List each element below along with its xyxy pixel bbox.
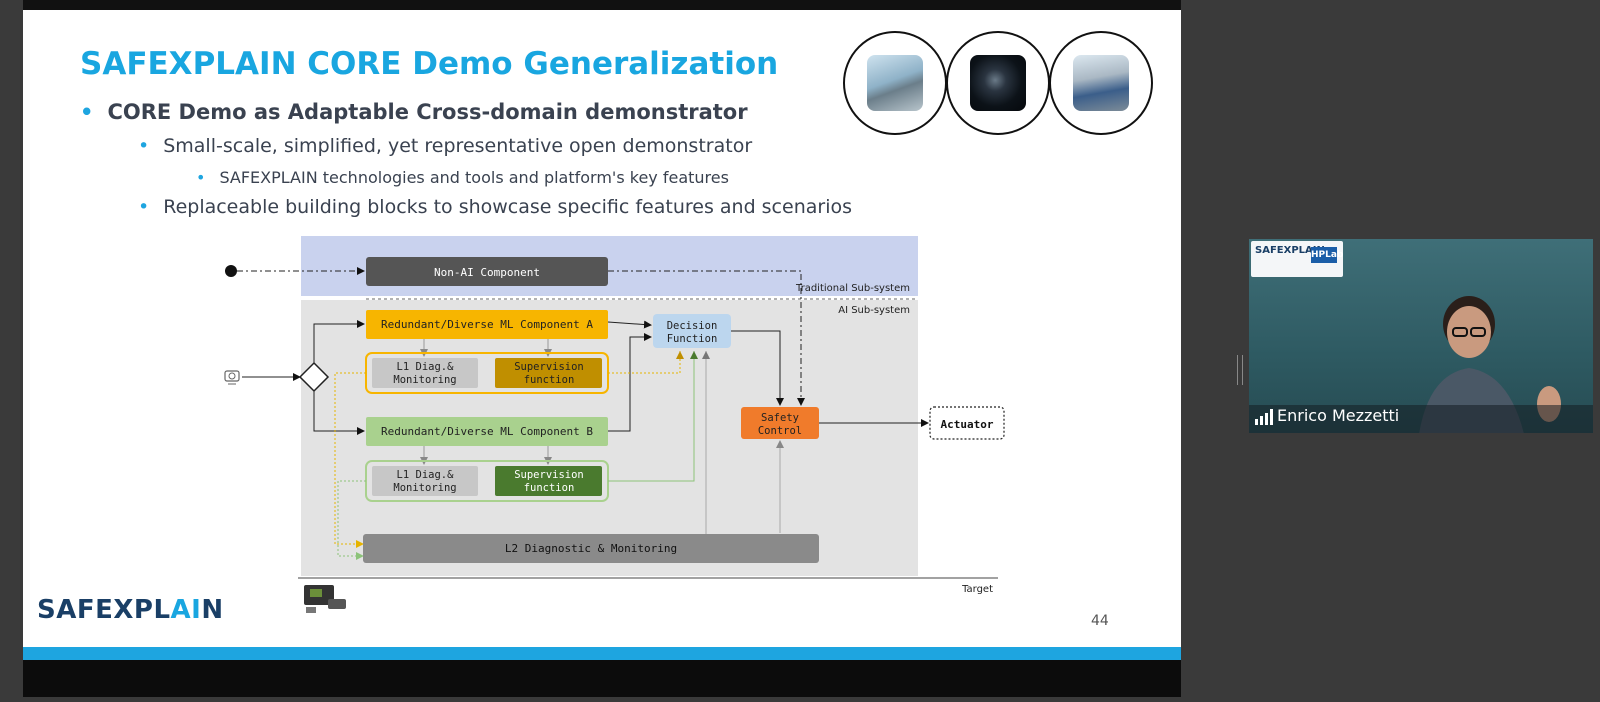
slide-footer-strip <box>23 647 1181 660</box>
input-node <box>225 265 237 277</box>
svg-text:Actuator: Actuator <box>941 418 994 431</box>
ml-component-a <box>366 310 608 339</box>
svg-text:Control: Control <box>758 425 802 437</box>
l1-diag-a <box>372 358 478 388</box>
satellite-icon <box>946 31 1050 135</box>
window-top-bar <box>23 0 1181 10</box>
svg-text:Monitoring: Monitoring <box>393 482 456 494</box>
svg-text:L2 Diagnostic & Monitoring: L2 Diagnostic & Monitoring <box>505 542 677 555</box>
svg-text:L1 Diag.&: L1 Diag.& <box>397 361 455 373</box>
bullet-level1: •CORE Demo as Adaptable Cross-domain dem… <box>80 100 748 124</box>
participant-name: Enrico Mezzetti <box>1277 406 1400 425</box>
decision-function <box>653 314 731 348</box>
supervision-a <box>495 358 602 388</box>
traditional-subsystem-label: Traditional Sub-system <box>795 283 910 294</box>
target-label: Target <box>961 584 993 595</box>
bullet-level2: •Replaceable building blocks to showcase… <box>138 196 852 218</box>
svg-text:Monitoring: Monitoring <box>393 374 456 386</box>
architecture-diagram: Traditional Sub-system AI Sub-system Non… <box>224 236 1005 613</box>
car-icon <box>843 31 947 135</box>
non-ai-component <box>366 257 608 286</box>
train-icon <box>1049 31 1153 135</box>
video-logo-card: SAFEXPLAIN HPLab <box>1251 241 1343 277</box>
svg-text:Redundant/Diverse ML Component: Redundant/Diverse ML Component A <box>381 318 593 331</box>
svg-text:Function: Function <box>667 333 718 345</box>
svg-text:Redundant/Diverse ML Component: Redundant/Diverse ML Component B <box>381 425 593 438</box>
actuator <box>929 406 1005 440</box>
page-number: 44 <box>1091 613 1109 629</box>
l2-diagnostic-monitoring <box>363 534 819 563</box>
presentation-slide: SAFEXPLAIN CORE Demo Generalization •COR… <box>23 10 1181 660</box>
signal-strength-icon <box>1255 409 1273 425</box>
domain-icons <box>843 31 1153 135</box>
camera-icon <box>224 370 240 385</box>
svg-text:Supervision: Supervision <box>514 361 584 373</box>
participant-video-tile[interactable]: SAFEXPLAIN HPLab Enrico Mezzetti <box>1249 239 1593 433</box>
ml-component-b <box>366 417 608 446</box>
svg-text:Safety: Safety <box>761 412 799 424</box>
hardware-board-icon <box>304 585 346 613</box>
svg-text:function: function <box>524 482 575 494</box>
svg-text:Supervision: Supervision <box>514 469 584 481</box>
svg-text:Decision: Decision <box>667 320 718 332</box>
svg-text:L1 Diag.&: L1 Diag.& <box>397 469 455 481</box>
slide-title: SAFEXPLAIN CORE Demo Generalization <box>80 46 779 82</box>
svg-text:function: function <box>524 374 575 386</box>
name-bar <box>1249 405 1593 433</box>
safexplain-logo: SAFEXPLAIN <box>37 595 224 625</box>
resize-handle[interactable] <box>1237 355 1243 385</box>
supervision-b <box>495 466 602 496</box>
safety-control <box>741 407 819 439</box>
l1-diag-b <box>372 466 478 496</box>
svg-text:Non-AI Component: Non-AI Component <box>434 266 540 279</box>
ai-subsystem-label: AI Sub-system <box>838 305 910 316</box>
bullet-level3: •SAFEXPLAIN technologies and tools and p… <box>196 168 729 187</box>
window-bottom-band <box>23 660 1181 697</box>
bullet-level2: •Small-scale, simplified, yet representa… <box>138 135 753 157</box>
